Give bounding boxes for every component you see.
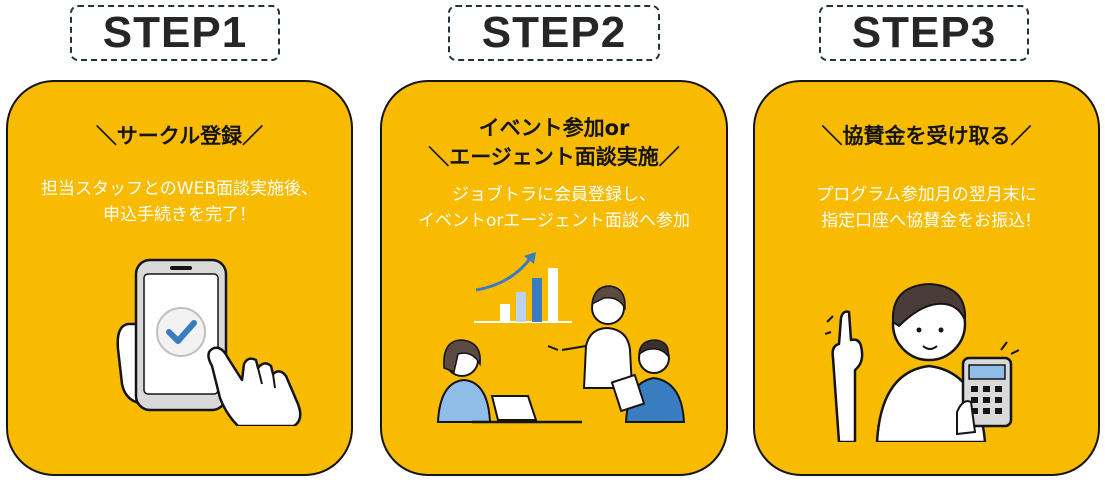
step1-description: 担当スタッフとのWEB面談実施後、 申込手続きを完了！ <box>8 176 351 228</box>
step2-title-line2: ＼エージェント面談実施／ <box>428 145 680 169</box>
step3-desc-line2: 指定口座へ協賛金をお振込! <box>821 211 1032 231</box>
step2-card: イベント参加or ＼エージェント面談実施／ ジョブトラに会員登録し、 イベントo… <box>380 80 728 476</box>
step1-card: ＼サークル登録／ 担当スタッフとのWEB面談実施後、 申込手続きを完了！ <box>6 80 353 476</box>
step1-title: ＼サークル登録／ <box>95 124 264 148</box>
step2-desc-line2: イベントorエージェント面談へ参加 <box>417 211 691 231</box>
step2-desc-line1: ジョブトラに会員登録し、 <box>452 185 656 205</box>
step3-desc-line1: プログラム参加月の翌月末に <box>816 185 1037 205</box>
step1-label: STEP1 <box>70 5 280 61</box>
step1-desc-line1: 担当スタッフとのWEB面談実施後、 <box>40 179 319 199</box>
step3-card: ＼協賛金を受け取る／ プログラム参加月の翌月末に 指定口座へ協賛金をお振込! <box>753 80 1100 476</box>
step2-description: ジョブトラに会員登録し、 イベントorエージェント面談へ参加 <box>382 182 726 234</box>
step3-description: プログラム参加月の翌月末に 指定口座へ協賛金をお振込! <box>755 182 1098 234</box>
step3-title: ＼協賛金を受け取る／ <box>821 124 1032 148</box>
person-calculator-illustration <box>825 282 1020 442</box>
step3-label: STEP3 <box>819 5 1029 61</box>
step2-label: STEP2 <box>448 5 660 61</box>
phone-checkmark-illustration <box>116 258 302 426</box>
meeting-illustration <box>436 252 686 424</box>
step2-title: イベント参加or ＼エージェント面談実施／ <box>382 114 726 172</box>
step2-title-line1: イベント参加or <box>478 116 630 140</box>
step1-desc-line2: 申込手続きを完了！ <box>103 205 256 225</box>
